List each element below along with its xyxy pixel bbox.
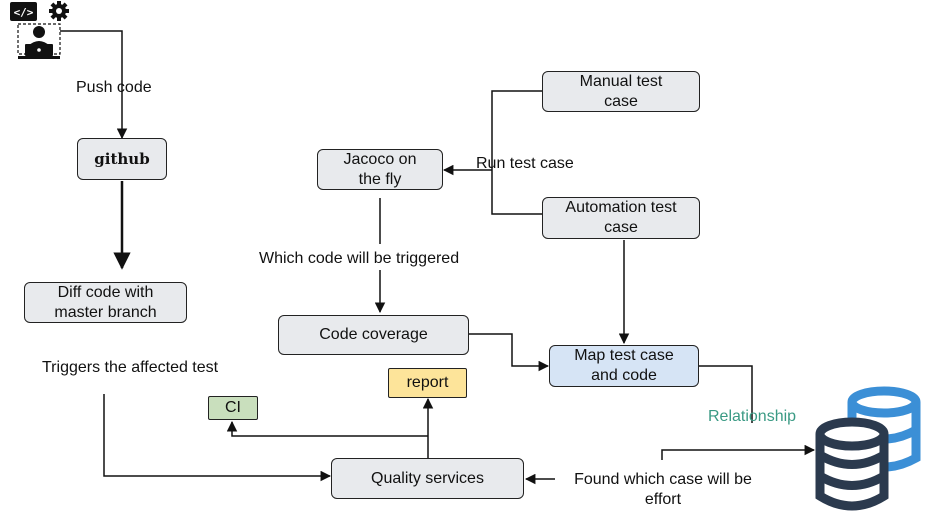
connector-map-database	[699, 365, 753, 423]
developer-laptop-icon: </>	[8, 0, 70, 62]
label-which-code-triggered: Which code will be triggered	[259, 250, 460, 267]
label-push-code: Push code	[76, 79, 152, 96]
node-manual-test-case: Manual test case	[542, 71, 700, 112]
code-brackets-icon: </>	[10, 2, 37, 21]
node-diff-code: Diff code with master branch	[24, 282, 187, 323]
connector-coverage-map	[469, 333, 550, 372]
node-report: report	[388, 368, 467, 398]
connector-triggers-quality	[103, 394, 332, 482]
label-run-test-case: Run test case	[476, 155, 574, 172]
connector-push-code	[60, 30, 128, 140]
gear-icon	[49, 1, 69, 21]
connector-relationship-database	[661, 444, 816, 460]
node-jacoco: Jacoco on the fly	[317, 149, 443, 190]
node-ci: CI	[208, 396, 258, 420]
node-map-test-case: Map test case and code	[549, 345, 699, 387]
label-triggers-affected-test: Triggers the affected test	[42, 359, 219, 376]
database-icon	[808, 386, 936, 518]
svg-text:</>: </>	[14, 6, 34, 19]
label-relationship: Relationship	[708, 408, 797, 425]
connector-manual-run	[491, 90, 543, 215]
node-quality-services: Quality services	[331, 458, 524, 499]
connector-quality-ci	[226, 420, 428, 437]
node-automation-test-case: Automation test case	[542, 197, 700, 239]
label-found-which-case: Found which case will be effort	[574, 471, 752, 508]
node-github: github	[77, 138, 167, 180]
node-code-coverage: Code coverage	[278, 315, 469, 355]
